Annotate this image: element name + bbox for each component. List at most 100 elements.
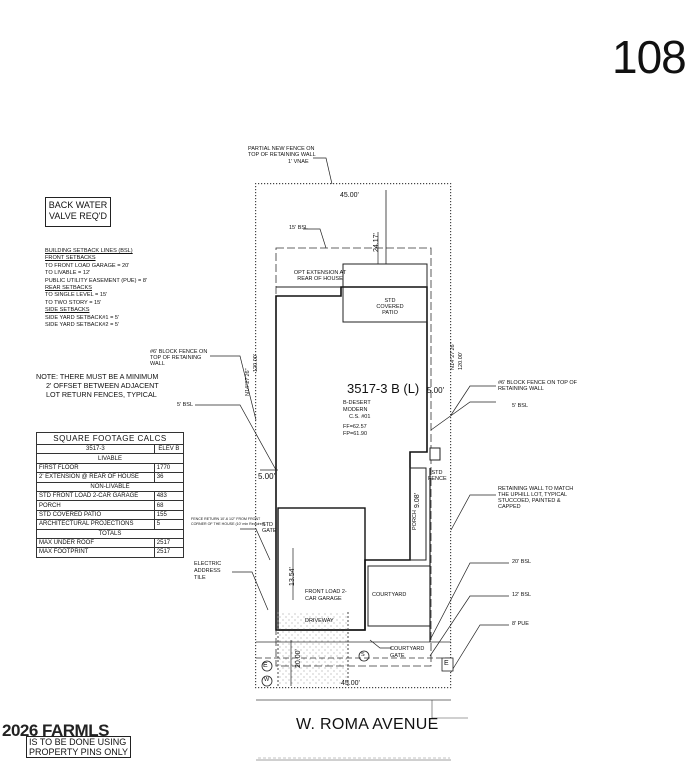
pue-setback: PUBLIC UTILITY EASEMENT (PUE) = 8' [45, 277, 148, 284]
courtyard-label: COURTYARD [372, 592, 407, 598]
front-setbacks-title: FRONT SETBACKS [45, 255, 96, 262]
bsl-right: 5' BSL [512, 403, 529, 409]
lot-width-bottom: 45.00' [341, 680, 360, 687]
courtyard-gate-label: COURTYARD GATE [390, 646, 425, 659]
row-label: PORCH [36, 500, 155, 511]
retaining-wall-note: RETAINING WALL TO MATCH THE UPHILL LOT, … [498, 486, 574, 510]
bsl-left: 5' BSL [177, 402, 194, 408]
sqft-livable-header: LIVABLE [36, 453, 184, 464]
row-label: FIRST FLOOR [36, 462, 155, 474]
house-cs: C.S. #01 [349, 414, 371, 420]
row-value: 5 [153, 519, 185, 530]
marker-s: S [361, 652, 365, 658]
rear-single-setback: TO SINGLE LEVEL = 15' [45, 292, 108, 299]
marker-w: W [264, 677, 270, 683]
block-fence-left: #6' BLOCK FENCE ON TOP OF RETAINING WALL [150, 349, 208, 367]
marker-s-circle [358, 650, 370, 662]
side-setback-1: SIDE YARD SETBACK#1 = 5' [45, 314, 120, 321]
row-value: 483 [153, 490, 185, 502]
garage-dim: 13.54' [289, 567, 296, 586]
lot-width-top: 45.00' [340, 192, 359, 199]
setback-notes: BUILDING SETBACK LINES (BSL) FRONT SETBA… [45, 248, 147, 329]
side-setbacks-title: SIDE SETBACKS [45, 307, 90, 314]
lot-boundary [254, 182, 453, 690]
sqft-elev: ELEV B [153, 443, 185, 455]
note-line2: 2' OFFSET BETWEEN ADJACENT [46, 381, 159, 390]
row-label: 2' EXTENSION @ REAR OF HOUSE [36, 472, 155, 483]
front-garage-setback: TO FRONT LOAD GARAGE = 20' [45, 262, 130, 269]
rear-two-setback: TO TWO STORY = 15' [45, 299, 102, 306]
marker-e2: E [444, 660, 449, 667]
marker-e2-box [441, 657, 454, 672]
row-label: STD COVERED PATIO [36, 509, 155, 521]
bsl-12-label: 12' BSL [512, 592, 532, 598]
row-value: 36 [153, 472, 185, 483]
block-fence-right: #6' BLOCK FENCE ON TOP OF RETAINING WALL [498, 380, 577, 392]
row-value: 2517 [153, 547, 185, 558]
back-water-note: BACK WATER VALVE REQ'D [45, 197, 111, 227]
back-water-line2: VALVE REQ'D [49, 211, 107, 221]
marker-e-circle [261, 660, 273, 672]
row-value: 155 [153, 509, 185, 521]
side-dim-left: 5.00' [258, 472, 276, 481]
right-length: 120.00' [458, 352, 464, 370]
side-dim-right: 5.00' [427, 386, 445, 395]
sqft-plan: 3517-3 [36, 443, 155, 455]
pins-line3: PROPERTY PINS ONLY [29, 747, 129, 757]
sqft-title: SQUARE FOOTAGE CALCS [36, 432, 184, 445]
offset-note: NOTE: THERE MUST BE A MINIMUM 2' OFFSET … [36, 372, 159, 399]
note-line1: NOTE: THERE MUST BE A MINIMUM [36, 372, 159, 381]
porch-label: PORCH [412, 510, 418, 530]
driveway-label: DRIVEWAY [305, 618, 334, 624]
back-water-line1: BACK WATER [48, 200, 108, 210]
pins-line2: IS TO BE DONE USING [29, 737, 127, 747]
house-code: 3517-3 B (L) [347, 381, 420, 396]
rear-bsl-label: 15' BSL [289, 225, 309, 231]
row-label: STD FRONT LOAD 2-CAR GARAGE [36, 490, 155, 502]
opt-extension-label: OPT EXTENSION AT REAR OF HOUSE [293, 270, 347, 282]
row-value: 1770 [153, 462, 185, 474]
row-label: MAX FOOTPRINT [36, 547, 155, 558]
sqft-totals-header: TOTALS [36, 528, 184, 539]
property-pins-note: IS TO BE DONE USING PROPERTY PINS ONLY [26, 736, 132, 758]
house-ff: FF=62.57 [343, 424, 367, 430]
marker-e: E [263, 662, 268, 669]
rear-setbacks-title: REAR SETBACKS [45, 285, 92, 292]
house-info: B-DESERT MODERN C.S. #01 FF=62.57 FP=61.… [343, 400, 383, 438]
std-fence-label: STD FENCE [428, 470, 447, 482]
bsl-20-label: 20' BSL [512, 559, 532, 565]
side-setback-2: SIDE YARD SETBACK#2 = 5' [45, 322, 120, 329]
row-value: 68 [153, 500, 185, 511]
house-fp: FP=61.90 [343, 431, 368, 437]
row-label: MAX UNDER ROOF [36, 537, 155, 549]
street-name: W. ROMA AVENUE [296, 716, 439, 733]
pue-8-label: 8' PUE [512, 621, 529, 627]
fence-return-note: FENCE RETURN 10'-6 1/2" FROM FRONT CORNE… [191, 517, 265, 526]
house-outline [275, 286, 428, 631]
right-bearing: N14°27'26" [450, 342, 456, 370]
sqft-nonlivable-header: NON-LIVABLE [36, 481, 184, 492]
lot-number: 108 [612, 31, 687, 83]
garage-label: FRONT LOAD 2-CAR GARAGE [305, 589, 347, 602]
left-length: 120.00' [253, 354, 259, 372]
house-style: B-DESERT MODERN [343, 400, 371, 413]
marker-w-circle [261, 675, 273, 687]
rear-dim: 24.17' [373, 233, 380, 252]
front-dim: 20.00' [295, 649, 302, 668]
porch-dim: 9.08' [414, 493, 421, 508]
fence-note-top: PARTIAL NEW FENCE ON TOP OF RETAINING WA… [248, 146, 316, 158]
row-label: ARCHITECTURAL PROJECTIONS [36, 519, 155, 530]
setback-title: BUILDING SETBACK LINES (BSL) [45, 248, 133, 254]
fence-note-top2: 1' VNAE [288, 159, 309, 165]
patio-label: STD COVERED PATIO [376, 298, 404, 316]
electric-address-tile: ELECTRIC ADDRESS TILE [194, 561, 222, 581]
watermark: 2026 FARMLS [2, 721, 109, 740]
